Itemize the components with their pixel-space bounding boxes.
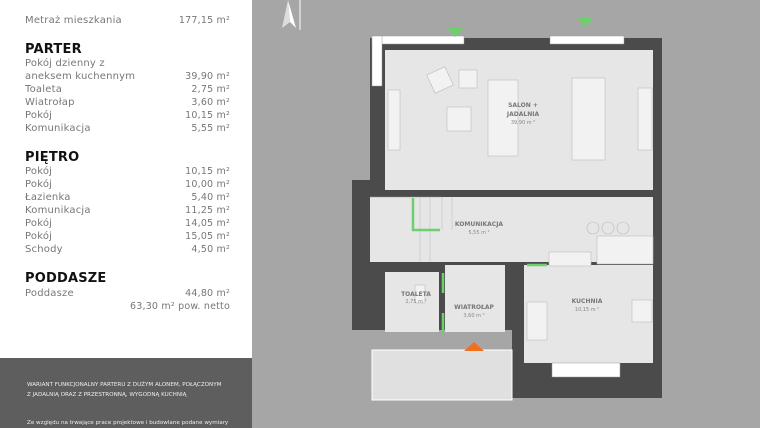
room-name: Łazienka [25,192,71,203]
room-name: Pokój [25,179,53,190]
room-area: 44,80 m² [185,288,230,299]
room-name: Pokój [25,231,53,242]
area-row: Komunikacja 11,25 m² [25,205,230,217]
area-row: Poddasze 44,80 m² [25,288,230,300]
note-line: WARIANT FUNKCJONALNY PARTERU Z DUŻYM ALO… [27,382,222,388]
room-area: 15,05 m² [185,231,230,242]
entrance-marker-icon [577,18,593,27]
room-label: SALON + [508,102,538,109]
note-line: Ze względu na trwające prace projektowe … [27,420,229,426]
wiatrolap-floor [445,265,505,332]
value: 63,30 m² pow. netto [129,301,230,312]
room-area: 11,25 m² [185,205,230,216]
description-box: WARIANT FUNKCJONALNY PARTERU Z DUŻYM ALO… [0,358,252,428]
room-name: Poddasze [25,288,74,299]
net-area-row: 63,30 m² pow. netto [25,301,230,313]
room-label: KUCHNIA [572,298,603,305]
room-name: Pokój [25,218,53,229]
area-row: Łazienka 5,40 m² [25,192,230,204]
area-row: Pokój 10,15 m² [25,110,230,122]
compass-icon [282,0,301,30]
room-area: 39,90 m² [185,71,230,82]
porch [371,349,513,401]
room-name: Pokój dzienny z [25,58,105,69]
room-label: JADALNIA [506,111,540,118]
room-name: Toaleta [25,84,63,95]
room-area: 14,05 m² [185,218,230,229]
room-label: KOMUNIKACJA [455,221,504,228]
value: 177,15 m² [178,15,230,26]
section-heading-pietro: PIĘTRO [25,150,80,165]
room-area: 3,60 m² [191,97,230,108]
room-name: Komunikacja [25,123,91,134]
area-row: Pokój 15,05 m² [25,231,230,243]
toaleta-floor [385,272,439,332]
area-row: Pokój 10,15 m² [25,166,230,178]
room-area: 3,60 m ² [463,313,484,319]
room-name: Pokój [25,166,53,177]
room-area: 5,40 m² [191,192,230,203]
room-area: 10,15 m² [185,166,230,177]
room-area: 39,90 m ² [511,120,535,126]
room-label: TOALETA [401,291,431,298]
total-area-row: Metraż mieszkania 177,15 m² [25,15,230,27]
area-row: Toaleta 2,75 m² [25,84,230,96]
room-label: WIATROŁAP [454,304,494,311]
room-name: Wiatrołap [25,97,75,108]
room-area: 10,15 m² [185,110,230,121]
area-row: aneksem kuchennym 39,90 m² [25,71,230,83]
entrance-marker-icon [447,28,463,37]
floor-plan: SALON + JADALNIA 39,90 m ² KOMUNIKACJA 5… [282,0,662,401]
room-area: 2,75 m ² [405,299,426,305]
note-line: Z JADALNIĄ ORAZ Z PRZESTRONNĄ, WYGODNĄ K… [27,392,187,398]
area-row: Wiatrołap 3,60 m² [25,97,230,109]
room-area: 10,00 m² [185,179,230,190]
room-area: 2,75 m² [191,84,230,95]
section-heading-parter: PARTER [25,42,82,57]
area-row: Komunikacja 5,55 m² [25,123,230,135]
room-area: 5,55 m² [191,123,230,134]
room-area: 10,15 m ² [575,307,599,313]
room-name: Komunikacja [25,205,91,216]
info-panel: Metraż mieszkania 177,15 m² PARTER Pokój … [0,0,252,428]
section-heading-poddasze: PODDASZE [25,271,107,286]
room-name: Pokój [25,110,53,121]
label: Metraż mieszkania [25,15,122,26]
main-entrance-icon [464,342,484,351]
area-row: Pokój dzienny z [25,58,230,70]
room-area: 4,50 m² [191,244,230,255]
area-row: Pokój 14,05 m² [25,218,230,230]
room-area: 5,55 m ² [468,230,489,236]
salon-floor [385,50,653,190]
room-name: aneksem kuchennym [25,71,136,82]
area-row: Schody 4,50 m² [25,244,230,256]
room-name: Schody [25,244,63,255]
area-row: Pokój 10,00 m² [25,179,230,191]
